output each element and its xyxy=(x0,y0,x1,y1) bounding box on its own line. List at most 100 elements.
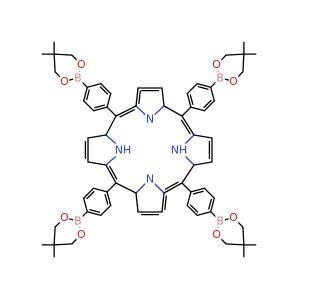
bond-top-right-meso-aryl xyxy=(181,106,192,117)
top-left-oxygen-atom-1: O xyxy=(77,58,86,71)
bond-bottom-right-ch2-cq2 xyxy=(242,226,245,246)
bottom-left-oxygen-atom-1-background xyxy=(59,211,70,225)
bond-top-left-ch2-cq1 xyxy=(53,53,73,56)
bond-top-left-aryl-4-inner xyxy=(99,86,109,95)
bond-bottom-left-meso-aryl xyxy=(106,182,117,193)
bond-top-left-aryl-0 xyxy=(92,106,108,112)
bond-bottom-left-aryl-5 xyxy=(92,187,108,193)
bond-top-right-aryl-2 xyxy=(196,83,212,88)
bond-bottom-left-aryl-1 xyxy=(100,204,112,216)
bond-top-right-aryl-0 xyxy=(186,92,192,108)
pyrrole-nitrogen-top-background xyxy=(145,112,155,126)
bond-meso-tl-top-inner xyxy=(119,109,135,118)
bond-meso-tr-top xyxy=(163,105,183,117)
bottom-right-boron-atom: B xyxy=(216,215,224,228)
bond-left-beta-alpha2 xyxy=(87,161,107,166)
bond-meso-tl-left xyxy=(105,115,117,136)
bond-top-beta-alpha2 xyxy=(161,87,165,107)
bond-bottom-left-ch2-cq2 xyxy=(53,243,73,246)
bonds-layer xyxy=(41,41,257,258)
bond-bottom-alpha-beta1 xyxy=(135,192,139,213)
pyrrole-nh-left: NH xyxy=(115,144,132,157)
bottom-right-oxygen-atom-1: O xyxy=(212,228,221,241)
pyrrole-nh-right-background xyxy=(170,143,188,157)
bond-bottom-left-aryl-3 xyxy=(83,197,88,213)
bond-meso-bl-bottom xyxy=(115,182,137,194)
bond-meso-bl-left xyxy=(105,164,117,184)
bond-top-right-ch2-cq1 xyxy=(242,53,245,73)
bond-top-right-aryl-4 xyxy=(203,100,215,112)
bond-bottom-right-aryl-1 xyxy=(203,187,215,199)
bond-top-alpha-beta1-inner xyxy=(138,90,141,105)
bond-top-left-aryl-0-inner xyxy=(94,104,106,109)
bond-meso-bl-left-inner xyxy=(109,165,118,180)
bond-meso-tr-right-inner xyxy=(180,119,191,135)
bond-top-left-ch2-cq2 xyxy=(53,53,56,73)
bond-right-beta-alpha2 xyxy=(193,161,213,166)
top-left-boron-atom: B xyxy=(74,71,82,84)
bond-top-right-aryl-2-inner xyxy=(197,86,209,90)
pyrrole-nitrogen-bottom: N xyxy=(146,173,154,186)
pyrrole-nh-left-background xyxy=(114,143,132,157)
bond-bottom-left-ch2-cq1 xyxy=(53,226,56,246)
pyrrole-nitrogen-top: N xyxy=(146,113,154,126)
bond-meso-br-bottom-inner xyxy=(164,181,179,190)
bond-bottom-left-aryl-4-inner xyxy=(86,190,95,200)
bond-top-alpha-beta1 xyxy=(135,87,139,107)
top-right-boron-atom-background xyxy=(215,71,225,85)
bond-bottom-right-aryl-5 xyxy=(186,191,192,207)
bond-top-left-aryl-4 xyxy=(100,83,112,95)
bond-right-alpha-beta1 xyxy=(193,134,213,139)
bond-top-left-aryl-3 xyxy=(86,83,102,88)
bond-bottom-right-aryl-3 xyxy=(196,211,212,216)
bond-bottom-beta-alpha2 xyxy=(161,192,165,213)
bond-top-left-meso-aryl xyxy=(106,106,117,117)
bond-bottom-right-aryl-4 xyxy=(186,204,198,216)
top-left-oxygen-atom-2-background xyxy=(59,74,70,88)
bond-top-right-aryl-0-inner xyxy=(189,94,194,106)
bond-bottom-right-aryl-2 xyxy=(210,197,215,213)
bond-bottom-right-aryl-2-inner xyxy=(208,198,212,210)
bond-bottom-right-aryl-0-inner xyxy=(192,190,204,195)
bond-top-left-aryl-1 xyxy=(83,100,95,112)
bond-bottom-right-aryl-4-inner xyxy=(189,204,199,213)
top-right-oxygen-atom-1-background xyxy=(228,74,239,88)
bond-meso-br-right xyxy=(181,164,195,184)
bond-bottom-left-aryl-0-inner xyxy=(104,193,109,205)
bond-top-left-aryl-5 xyxy=(106,92,112,108)
bond-top-left-aryl-2-inner xyxy=(86,89,90,101)
bottom-right-oxygen-atom-2: O xyxy=(229,211,238,224)
bond-bottom-right-meso-aryl xyxy=(181,182,192,193)
top-right-oxygen-atom-2: O xyxy=(212,58,221,71)
bond-top-right-aryl-1 xyxy=(186,83,198,95)
bottom-right-boron-atom-background xyxy=(215,214,225,228)
bond-meso-tl-top xyxy=(115,105,137,117)
top-left-oxygen-atom-1-background xyxy=(76,58,87,72)
bottom-left-oxygen-atom-2-background xyxy=(76,227,87,241)
bond-bottom-left-aryl-2 xyxy=(86,211,102,216)
bond-bottom-left-aryl-4 xyxy=(83,187,95,199)
top-right-oxygen-atom-1: O xyxy=(229,75,238,88)
bottom-right-oxygen-atom-1-background xyxy=(211,227,222,241)
bond-top-left-aryl-2 xyxy=(83,86,88,102)
bottom-left-oxygen-atom-2: O xyxy=(77,228,86,241)
bottom-left-oxygen-atom-1: O xyxy=(60,211,69,224)
pyrrole-nh-right: NH xyxy=(171,144,188,157)
bond-bottom-beta-alpha2-inner xyxy=(164,195,167,211)
top-right-oxygen-atom-2-background xyxy=(211,58,222,72)
bond-meso-br-bottom xyxy=(163,182,183,194)
bond-top-right-aryl-4-inner xyxy=(203,99,212,109)
bottom-left-boron-atom: B xyxy=(74,215,82,228)
bottom-right-oxygen-atom-2-background xyxy=(228,211,239,225)
bond-bottom-right-ch2-cq1 xyxy=(225,243,245,246)
bond-bottom-left-aryl-0 xyxy=(106,191,112,207)
bond-left-alpha-beta1 xyxy=(87,134,107,139)
bond-top-right-aryl-5 xyxy=(190,106,206,112)
bond-bottom-left-aryl-2-inner xyxy=(89,209,101,213)
top-left-boron-atom-background xyxy=(73,71,83,85)
top-left-oxygen-atom-2: O xyxy=(60,75,69,88)
top-right-boron-atom: B xyxy=(216,71,224,84)
bottom-left-boron-atom-background xyxy=(73,214,83,228)
